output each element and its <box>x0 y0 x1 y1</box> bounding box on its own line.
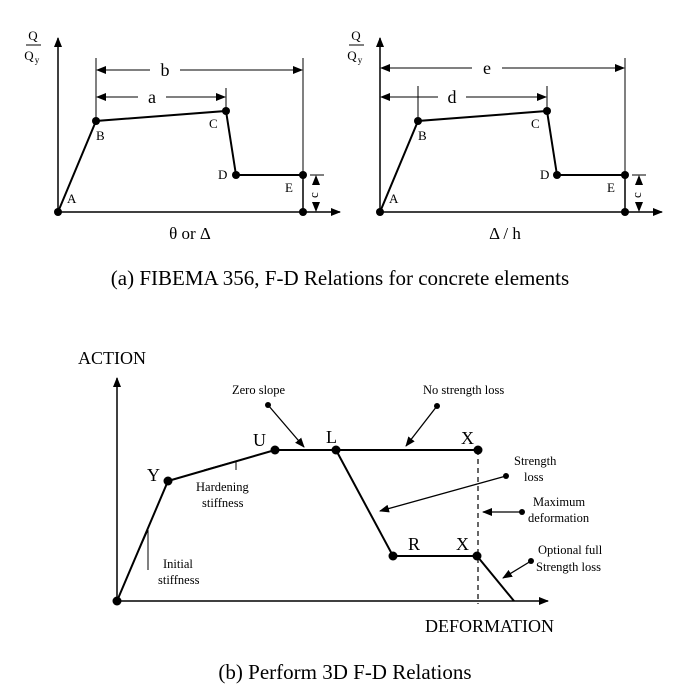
caption-b: (b) Perform 3D F-D Relations <box>218 660 471 684</box>
b-point-origin <box>112 596 122 606</box>
b-note-strength-loss-2: loss <box>524 470 544 484</box>
right-y-denominator-sub: y <box>358 55 363 65</box>
left-point-e-base <box>299 208 307 216</box>
right-point-e-top <box>621 171 629 179</box>
b-note-no-strength-loss-arrow <box>405 405 438 447</box>
left-label-a: A <box>67 191 77 206</box>
b-label-u: U <box>253 430 266 450</box>
b-note-strength-loss-1: Strength <box>514 454 557 468</box>
b-point-l <box>331 445 341 455</box>
panel-b-diagram: ACTION Y U L X R X Zero slope No strengt… <box>78 348 603 636</box>
right-point-d <box>553 171 561 179</box>
right-point-a <box>376 208 384 216</box>
b-note-optional-arrow <box>502 560 532 579</box>
left-label-e: E <box>285 180 293 195</box>
left-point-d <box>232 171 240 179</box>
left-dim-b-label: b <box>161 60 170 80</box>
b-label-l: L <box>326 427 337 447</box>
left-y-denominator: Q <box>24 48 34 63</box>
right-label-d: D <box>540 167 549 182</box>
left-backbone-curve <box>57 109 303 213</box>
b-hardening-stiffness-triangle <box>203 460 237 471</box>
b-point-x-lower <box>472 551 482 561</box>
panel-a-right-diagram: Q Q y A B C D E e d c <box>347 28 663 243</box>
b-note-zero-slope-arrow <box>267 404 305 448</box>
left-point-a <box>54 208 62 216</box>
b-note-max-def-2: deformation <box>528 511 590 525</box>
right-backbone-curve <box>379 109 625 213</box>
right-dim-c-label: c <box>629 192 644 198</box>
caption-a: (a) FIBEMA 356, F-D Relations for concre… <box>111 266 569 290</box>
right-label-e: E <box>607 180 615 195</box>
b-label-x-lower: X <box>456 534 469 554</box>
left-dim-a-label: a <box>148 87 156 107</box>
b-x-label: DEFORMATION <box>425 616 554 636</box>
b-backbone-lower <box>335 449 515 602</box>
b-note-max-def-1: Maximum <box>533 495 585 509</box>
right-y-denominator: Q <box>347 48 357 63</box>
right-dim-d-label: d <box>448 87 457 107</box>
b-note-initial-1: Initial <box>163 557 193 571</box>
b-note-initial-2: stiffness <box>158 573 200 587</box>
b-note-optional-1: Optional full <box>538 543 603 557</box>
b-note-no-strength-loss: No strength loss <box>423 383 504 397</box>
right-x-label: Δ / h <box>489 224 521 243</box>
left-x-label: θ or Δ <box>169 224 211 243</box>
left-label-d: D <box>218 167 227 182</box>
b-note-zero-slope: Zero slope <box>232 383 286 397</box>
left-point-b <box>92 117 100 125</box>
b-point-y <box>163 476 173 486</box>
b-point-x-upper <box>473 445 483 455</box>
b-point-u <box>270 445 280 455</box>
b-note-strength-loss-arrow <box>379 475 507 513</box>
right-label-c: C <box>531 116 540 131</box>
b-label-y: Y <box>147 465 160 485</box>
left-point-c <box>222 107 230 115</box>
right-point-b <box>414 117 422 125</box>
left-dim-c-label: c <box>306 192 321 198</box>
left-y-denominator-sub: y <box>35 55 40 65</box>
right-point-c <box>543 107 551 115</box>
right-dim-e-label: e <box>483 58 491 78</box>
panel-a-left-diagram: Q Q y A B C D E b a <box>24 28 341 243</box>
left-label-c: C <box>209 116 218 131</box>
b-label-x-upper: X <box>461 428 474 448</box>
b-y-label: ACTION <box>78 348 146 368</box>
b-point-r <box>388 551 398 561</box>
b-label-r: R <box>408 534 420 554</box>
b-note-hardening-1: Hardening <box>196 480 250 494</box>
right-point-e-base <box>621 208 629 216</box>
left-point-e-top <box>299 171 307 179</box>
right-y-numerator: Q <box>351 28 361 43</box>
right-label-b: B <box>418 128 427 143</box>
b-note-optional-2: Strength loss <box>536 560 601 574</box>
right-label-a: A <box>389 191 399 206</box>
left-y-numerator: Q <box>28 28 38 43</box>
b-initial-stiffness-triangle <box>129 529 149 571</box>
left-label-b: B <box>96 128 105 143</box>
b-note-hardening-2: stiffness <box>202 496 244 510</box>
